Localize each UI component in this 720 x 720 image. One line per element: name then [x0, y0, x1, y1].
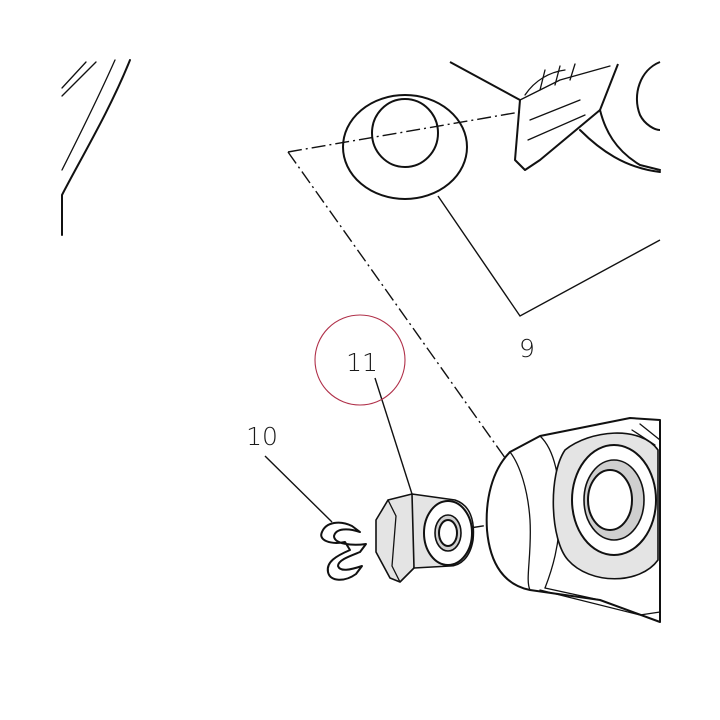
part-label-10: 10 — [246, 422, 278, 451]
upper-bracket-part — [449, 61, 661, 173]
pivot-arm-assembly — [485, 417, 661, 623]
e-clip-part-10 — [320, 521, 367, 581]
part-label-11: 11 — [346, 348, 378, 377]
leader-part-10 — [264, 455, 333, 523]
leader-part-11 — [374, 377, 413, 495]
bushing-part-11 — [375, 493, 475, 583]
part-label-9: 9 — [519, 334, 535, 363]
washer-part-9 — [342, 94, 468, 200]
leader-part-9 — [437, 195, 661, 317]
housing-arc-left — [61, 59, 131, 236]
highlight-circle — [314, 314, 406, 406]
